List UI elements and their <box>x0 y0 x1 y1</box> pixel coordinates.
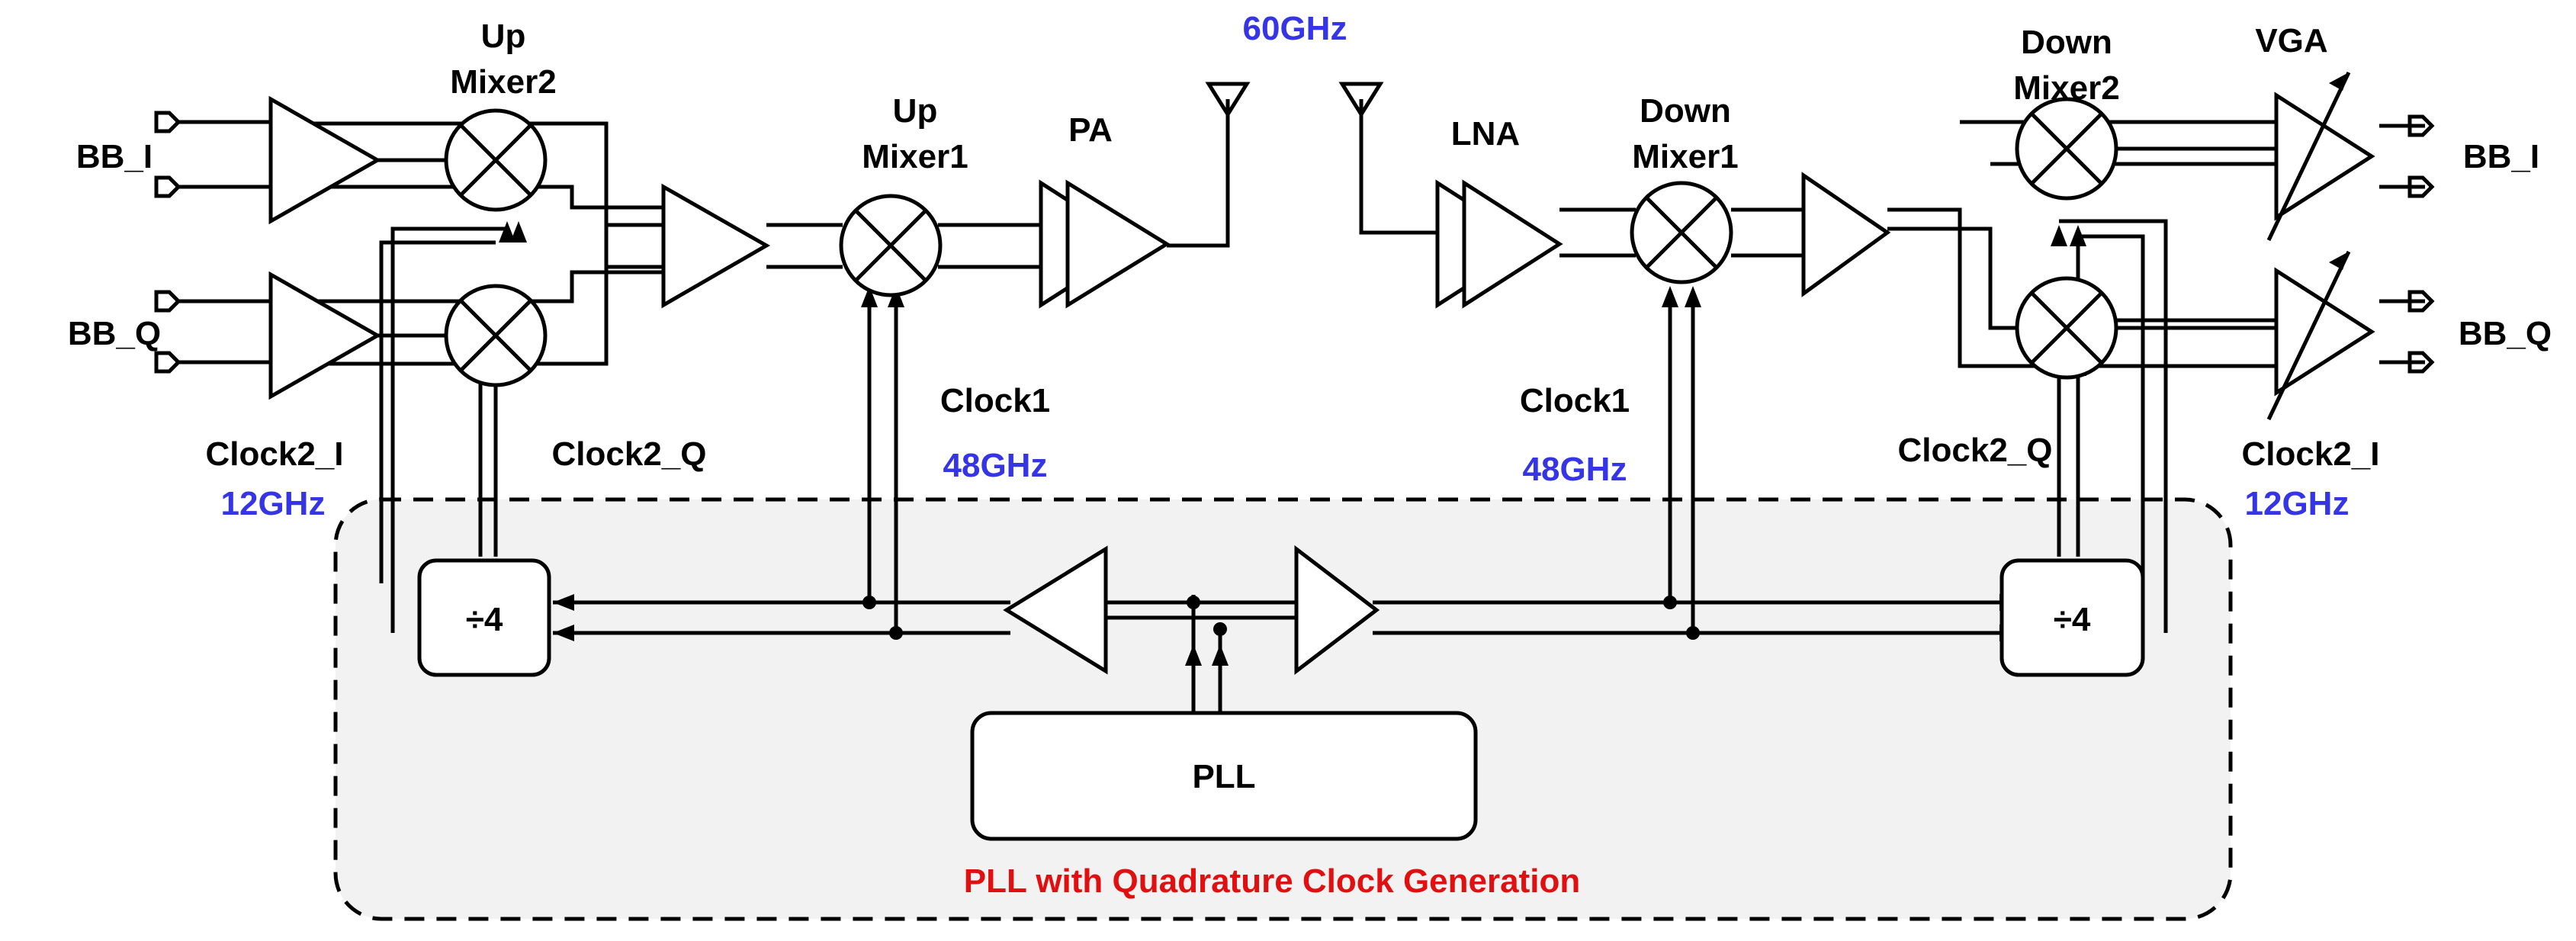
down-mixer2-label-line2: Mixer2 <box>2013 69 2119 107</box>
down-mixer2-q <box>2015 276 2118 380</box>
pa-amp <box>1039 179 1171 309</box>
pll-region-title: PLL with Quadrature Clock Generation <box>964 862 1580 900</box>
clock1-right-label: Clock1 <box>1520 382 1630 419</box>
clock-buffer-right <box>1294 544 1380 676</box>
down-mixer1-label-line2: Mixer1 <box>1632 138 1738 175</box>
clock2-left-frequency: 12GHz <box>221 485 326 522</box>
clock1-right-frequency: 48GHz <box>1523 451 1627 488</box>
lna-label: LNA <box>1451 115 1520 153</box>
clock2-i-right-label: Clock2_I <box>2242 435 2380 473</box>
vga-label: VGA <box>2255 22 2327 59</box>
up-mixer1 <box>839 194 943 297</box>
if-amp-tx <box>661 183 771 309</box>
bb-amp-i <box>268 95 382 225</box>
divider-right-label: ÷4 <box>2054 601 2091 638</box>
rx-antenna-icon <box>1338 82 1384 118</box>
down-mixer2-label-line1: Down <box>2021 24 2112 61</box>
junction-dots <box>862 596 1700 640</box>
clock2-i-left-label: Clock2_I <box>206 435 344 473</box>
up-mixer1-label-line1: Up <box>893 92 938 130</box>
pll-block: PLL <box>970 711 1478 841</box>
bb-i-left-label: BB_I <box>76 138 153 175</box>
rf-frequency-label: 60GHz <box>1243 10 1347 47</box>
up-mixer2-label-line2: Mixer2 <box>450 63 556 101</box>
bb-port-pins <box>154 111 2435 374</box>
up-mixer2-q <box>444 284 548 387</box>
signal-wires <box>175 99 2425 713</box>
vga-amp-q <box>2266 250 2375 421</box>
if-amp-rx <box>1801 172 1891 297</box>
tx-antenna-icon <box>1205 82 1251 118</box>
up-mixer1-label-line2: Mixer1 <box>862 138 968 175</box>
down-mixer1 <box>1630 181 1733 284</box>
bb-q-left-label: BB_Q <box>68 315 161 352</box>
pa-label: PA <box>1068 111 1113 149</box>
up-mixer2-label-line1: Up <box>481 18 526 55</box>
bb-amp-q <box>268 271 382 400</box>
divider-left: ÷4 <box>417 558 551 677</box>
clock-buffer-left <box>1003 545 1108 675</box>
down-mixer1-label-line1: Down <box>1640 92 1731 130</box>
divider-right: ÷4 <box>1999 558 2145 677</box>
up-mixer2-i <box>444 108 548 212</box>
clock2-q-right-label: Clock2_Q <box>1898 432 2053 469</box>
pll-label: PLL <box>1192 758 1255 795</box>
clock1-left-frequency: 48GHz <box>943 447 1048 484</box>
vga-amp-i <box>2266 71 2375 242</box>
divider-left-label: ÷4 <box>466 601 503 638</box>
down-mixer2-i <box>2015 97 2118 201</box>
bb-q-right-label: BB_Q <box>2459 315 2552 352</box>
clock2-q-left-label: Clock2_Q <box>552 435 707 473</box>
lna-amp <box>1435 179 1563 309</box>
clock1-left-label: Clock1 <box>940 382 1050 419</box>
pll-region-box <box>333 497 2233 921</box>
clock2-right-frequency: 12GHz <box>2245 485 2350 522</box>
bb-i-right-label: BB_I <box>2463 138 2539 175</box>
